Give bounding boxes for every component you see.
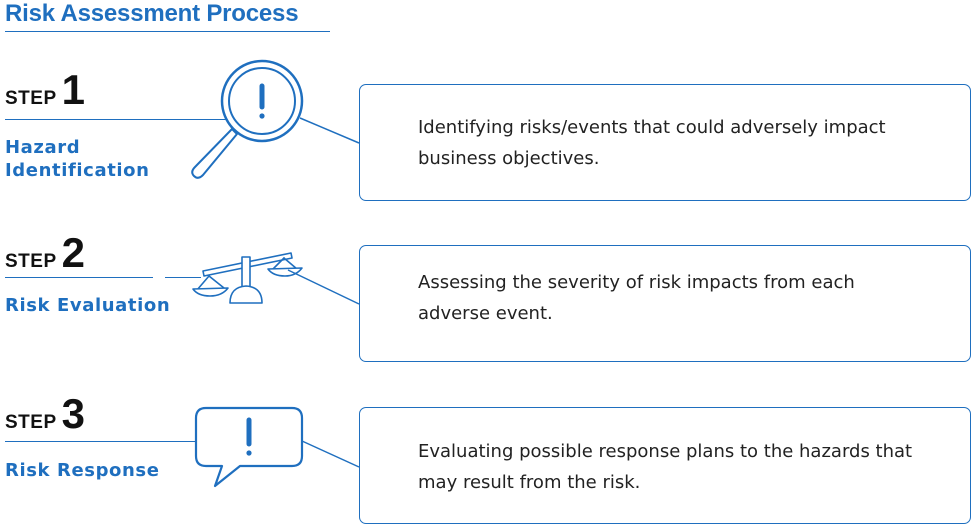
speech-bubble-exclamation-icon — [194, 406, 304, 488]
step-1-name-line-2: Identification — [5, 160, 150, 181]
step-3-description-box: Evaluating possible response plans to th… — [359, 407, 971, 524]
step-2-name-line-1: Risk Evaluation — [5, 295, 171, 316]
step-1-description-box: Identifying risks/events that could adve… — [359, 84, 971, 201]
step-2-word: STEP — [5, 251, 57, 272]
step-1-rule — [5, 119, 226, 120]
step-1-number: 1 — [61, 66, 85, 113]
step-3-connector — [301, 440, 360, 468]
step-2-description: Assessing the severity of risk impacts f… — [418, 272, 855, 324]
step-1-connector — [299, 117, 360, 144]
step-1-description: Identifying risks/events that could adve… — [418, 117, 886, 169]
step-3-rule — [5, 441, 195, 442]
step-2-connector — [287, 269, 360, 305]
title-underline — [5, 31, 330, 32]
step-2-rule — [5, 277, 153, 278]
step-3-name: Risk Response — [5, 459, 160, 482]
step-1-word: STEP — [5, 88, 57, 109]
step-3-description: Evaluating possible response plans to th… — [418, 441, 913, 493]
step-2-number: 2 — [61, 229, 85, 276]
step-3-word: STEP — [5, 412, 57, 433]
step-3-number: 3 — [61, 390, 85, 437]
step-1-name: Hazard Identification — [5, 136, 150, 182]
balance-scale-icon — [192, 252, 303, 304]
magnifier-exclamation-icon — [191, 59, 304, 179]
step-2-description-box: Assessing the severity of risk impacts f… — [359, 245, 971, 362]
step-2-rule-extension — [165, 277, 201, 278]
step-3-name-line-1: Risk Response — [5, 460, 160, 481]
page-title: Risk Assessment Process — [5, 0, 299, 27]
step-1-name-line-1: Hazard — [5, 137, 81, 158]
step-2-name: Risk Evaluation — [5, 294, 170, 317]
